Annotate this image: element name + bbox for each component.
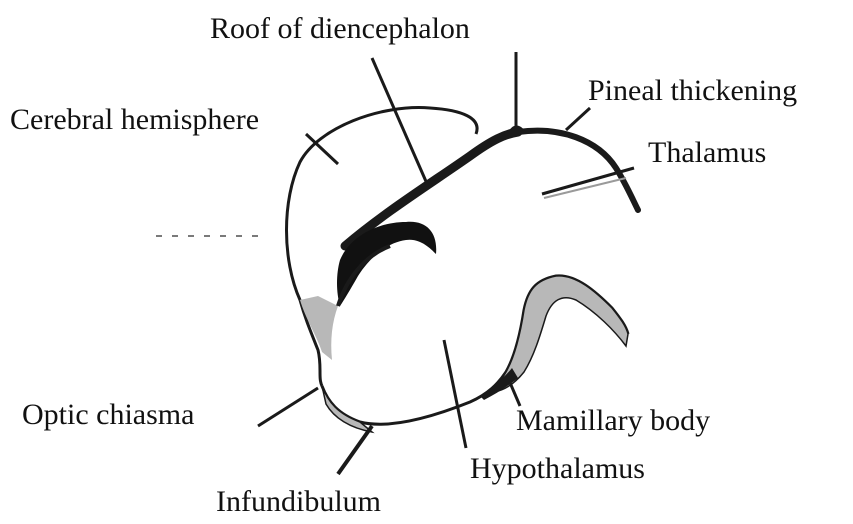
label-cerebral-hemisphere: Cerebral hemisphere — [10, 103, 259, 137]
pineal-thalamus-arc — [518, 131, 638, 210]
label-thalamus: Thalamus — [648, 136, 766, 170]
label-hypothalamus: Hypothalamus — [470, 452, 645, 486]
pointer-infundibulum — [338, 426, 372, 474]
cerebral-hemisphere-outline — [287, 108, 478, 300]
label-infundibulum: Infundibulum — [216, 485, 381, 519]
chiasma-shading — [322, 386, 372, 432]
pointer-hypothalamus — [444, 340, 466, 448]
pointer-pineal — [566, 108, 590, 130]
label-roof-of-diencephalon: Roof of diencephalon — [210, 12, 470, 46]
label-mamillary-body: Mamillary body — [516, 404, 710, 438]
pointer-optic — [258, 388, 318, 426]
pointer-roof — [372, 58, 428, 186]
roof-band — [345, 132, 518, 246]
label-optic-chiasma: Optic chiasma — [22, 398, 194, 432]
ventricle-cavity — [337, 222, 436, 306]
label-pineal-thickening: Pineal thickening — [588, 74, 797, 108]
